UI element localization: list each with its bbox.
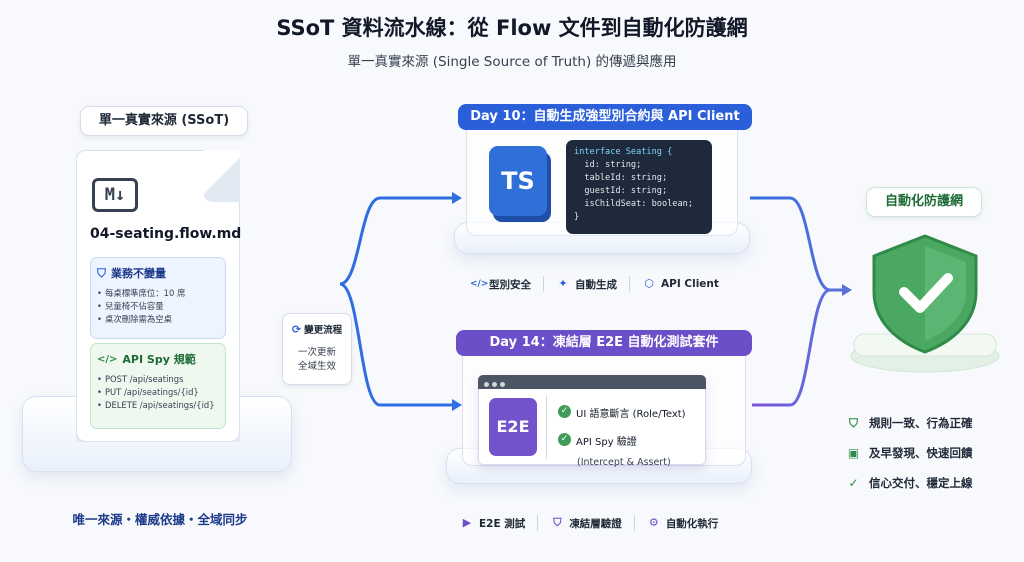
- rule-item: 桌次刪除需為空桌: [97, 313, 219, 326]
- rule-item: 兒童椅不佔容量: [97, 300, 219, 313]
- feature-e2e-test: ▶ E2E 測試: [460, 516, 526, 531]
- benefit-label: 規則一致、行為正確: [869, 416, 973, 430]
- feature-label: 自動化執行: [665, 517, 719, 530]
- benefit-item: ⛉ 規則一致、行為正確: [846, 415, 973, 431]
- divider: [537, 515, 539, 531]
- e2e-logo: E2E: [489, 398, 537, 456]
- rule-item: 每桌標準席位：10 席: [97, 287, 219, 300]
- benefit-label: 及早發現、快速回饋: [869, 446, 973, 460]
- check-api-spy: ✓ API Spy 驗證: [558, 433, 637, 448]
- wand-icon: ✦: [558, 277, 568, 290]
- code-line: interface Seating {: [574, 147, 673, 157]
- feature-api-client: ⬡ API Client: [642, 277, 719, 291]
- feature-label: E2E 測試: [479, 517, 526, 530]
- change-flow-title: 變更流程: [304, 325, 343, 336]
- day14-features: ▶ E2E 測試 ⛉ 凍結層驗證 ⚙ 自動化執行: [460, 515, 718, 531]
- code-icon: </>: [97, 353, 118, 365]
- check-label: API Spy 驗證: [576, 437, 637, 448]
- feature-auto-run: ⚙ 自動化執行: [647, 516, 719, 531]
- play-icon: ▶: [462, 516, 472, 529]
- safety-net-graphic: [848, 230, 1002, 380]
- spy-endpoint: POST /api/seatings: [97, 373, 219, 386]
- ssot-label: 單一真實來源 (SSoT): [80, 106, 248, 136]
- business-invariants-card: ⛉ 業務不變量 每桌標準席位：10 席 兒童椅不佔容量 桌次刪除需為空桌: [90, 257, 226, 339]
- safety-net-label: 自動化防護網: [866, 187, 982, 217]
- divider: [629, 276, 630, 292]
- markdown-icon: M↓: [92, 178, 138, 212]
- check-icon: [899, 273, 953, 313]
- lock-icon: ▣: [847, 445, 860, 460]
- document-filename: 04-seating.flow.md: [90, 226, 242, 242]
- check-api-spy-sub: (Intercept & Assert): [577, 457, 671, 468]
- ssot-tagline: 唯一來源・權威依據・全域同步: [72, 512, 248, 527]
- feature-label: API Client: [661, 278, 719, 290]
- change-flow-card: ⟳ 變更流程 一次更新 全域生效: [282, 313, 352, 385]
- divider: [633, 515, 635, 531]
- feature-label: 自動生成: [575, 278, 617, 291]
- day10-features: </>型別安全 ✦ 自動生成 ⬡ API Client: [470, 276, 719, 292]
- benefit-label: 信心交付、穩定上線: [869, 476, 973, 490]
- arrowhead-day10: [452, 192, 462, 204]
- flow-day14-to-shield: [752, 288, 831, 407]
- shield-icon: ⛉: [97, 265, 107, 280]
- code-line: tableId: string;: [574, 173, 668, 183]
- benefit-item: ▣ 及早發現、快速回饋: [846, 445, 973, 461]
- spy-title: API Spy 規範: [122, 353, 196, 366]
- e2e-window-titlebar: [478, 375, 706, 389]
- benefit-item: ✓ 信心交付、穩定上線: [846, 475, 973, 491]
- code-snippet: interface Seating { id: string; tableId:…: [566, 140, 712, 234]
- code-line: isChildSeat: boolean;: [574, 199, 693, 209]
- e2e-divider: [546, 395, 547, 459]
- shield-icon: ⛉: [553, 516, 562, 529]
- feature-label: 凍結層驗證: [569, 517, 622, 530]
- check-icon: ✓: [558, 405, 571, 418]
- robot-icon: ⚙: [648, 516, 659, 529]
- refresh-icon: ⟳: [291, 322, 302, 336]
- check-icon: ✓: [848, 475, 859, 490]
- code-icon: </>: [470, 279, 489, 289]
- feature-label: 型別安全: [489, 278, 531, 291]
- change-flow-line1: 一次更新: [297, 347, 336, 358]
- flow-to-day10: [339, 196, 452, 286]
- page-subtitle: 單一真實來源 (Single Source of Truth) 的傳遞與應用: [347, 54, 677, 70]
- arrowhead-day14: [452, 399, 462, 411]
- shield-icon: ⛉: [848, 415, 858, 430]
- typescript-logo: TS: [489, 146, 547, 216]
- check-ui-assertion: ✓ UI 語意斷言 (Role/Text): [558, 405, 686, 420]
- change-flow-line2: 全域生效: [297, 361, 336, 372]
- check-icon: ✓: [558, 433, 571, 446]
- code-line: id: string;: [574, 160, 642, 170]
- page-title: SSoT 資料流水線：從 Flow 文件到自動化防護網: [276, 16, 748, 40]
- arrowhead-shield: [842, 284, 852, 296]
- code-line: guestId: string;: [574, 186, 668, 196]
- benefits-list: ⛉ 規則一致、行為正確 ▣ 及早發現、快速回饋 ✓ 信心交付、穩定上線: [846, 415, 973, 491]
- flow-day10-to-shield: [750, 196, 842, 292]
- cube-icon: ⬡: [644, 277, 654, 290]
- rules-title: 業務不變量: [111, 267, 167, 280]
- api-spy-card: </> API Spy 規範 POST /api/seatings PUT /a…: [90, 343, 226, 429]
- code-line: }: [574, 212, 580, 222]
- feature-type-safety: </>型別安全: [470, 277, 531, 292]
- check-label: UI 語意斷言 (Role/Text): [576, 409, 686, 420]
- spy-endpoint: DELETE /api/seatings/{id}: [97, 399, 219, 412]
- spy-endpoint: PUT /api/seatings/{id}: [97, 386, 219, 399]
- flow-to-day14: [339, 282, 452, 407]
- feature-auto-generate: ✦ 自動生成: [556, 277, 617, 292]
- feature-frozen-layer: ⛉ 凍結層驗證: [550, 516, 622, 531]
- document-fold: [204, 150, 240, 202]
- day14-header: Day 14：凍結層 E2E 自動化測試套件: [456, 330, 752, 356]
- day10-header: Day 10：自動生成強型別合約與 API Client: [458, 104, 752, 130]
- divider: [543, 276, 544, 292]
